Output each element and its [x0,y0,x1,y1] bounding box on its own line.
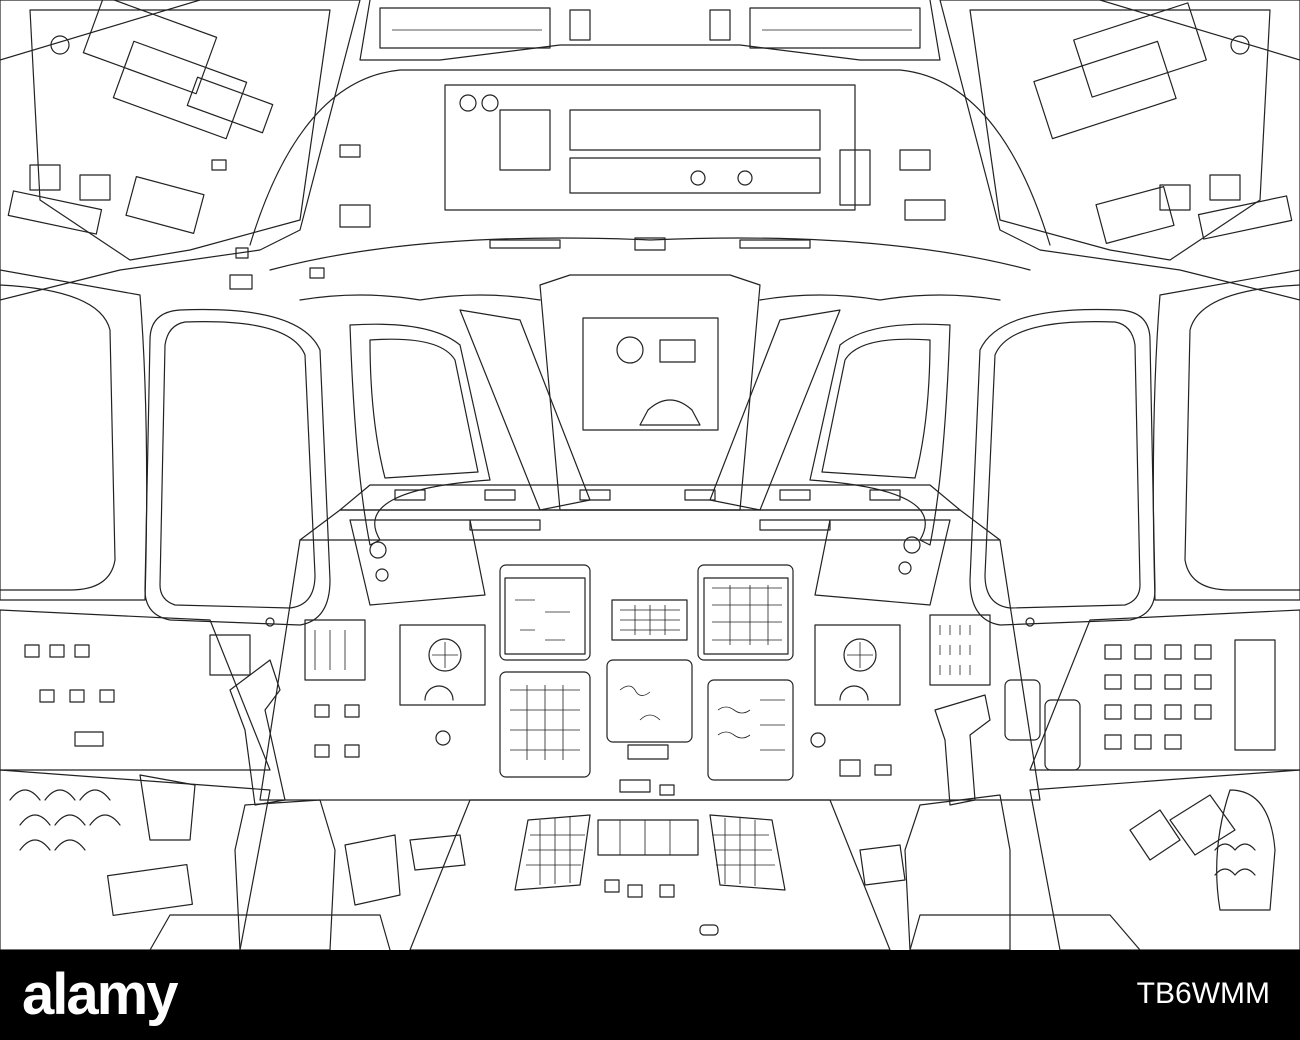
windows [0,269,1300,626]
cockpit-line-art [0,0,1300,950]
center-console [409,799,891,950]
image-id-label: TB6WMM [1136,977,1270,1010]
watermark-bar: alamy TB6WMM [0,950,1300,1040]
control-sticks-and-seats [149,659,1141,950]
side-consoles [0,609,1300,950]
overhead-panels [0,0,1300,301]
main-instrument-panel [259,519,1041,801]
brand-logo: alamy [22,962,178,1027]
glareshield [299,484,1001,541]
